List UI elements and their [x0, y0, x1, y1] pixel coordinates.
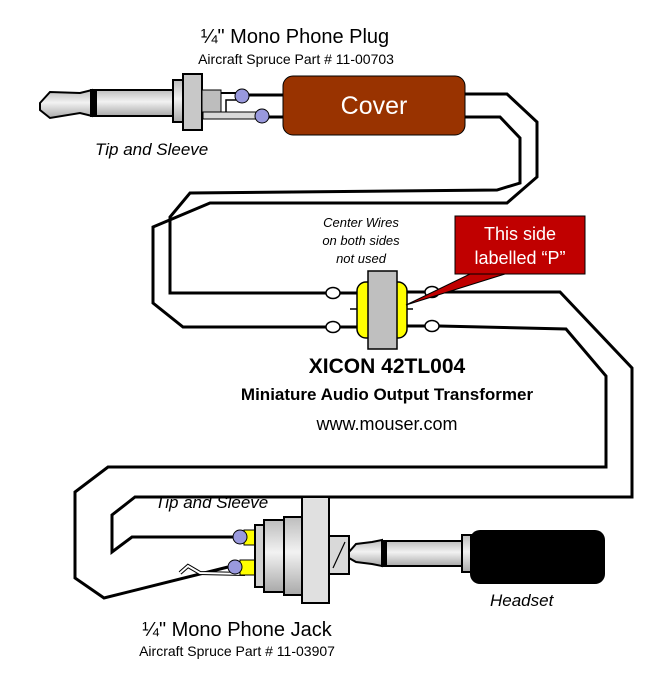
wire-right-inner	[73, 324, 608, 600]
cover-label: Cover	[341, 92, 408, 120]
jack-title: ¼" Mono Phone Jack	[142, 619, 332, 641]
jack-nut	[301, 496, 330, 604]
jack-body	[263, 519, 285, 593]
plug-tip	[39, 88, 93, 120]
jack-solder-point-sleeve	[227, 559, 243, 575]
wire-upper-inner	[168, 115, 522, 295]
plug-insulator-ring	[90, 89, 96, 117]
headset-plug-handle	[470, 530, 605, 584]
jack-body-ring	[283, 516, 303, 596]
wire-right-outer	[110, 290, 634, 555]
plug-wiring-label: Tip and Sleeve	[95, 140, 208, 159]
plug-sleeve	[95, 89, 174, 117]
transformer	[325, 270, 440, 350]
headset-plug-ring	[381, 540, 386, 567]
mono-phone-plug	[39, 73, 284, 131]
headset-plug	[348, 530, 605, 584]
headset-plug-sleeve	[385, 540, 466, 567]
transformer-model: XICON 42TL004	[309, 355, 466, 378]
callout-pointer	[405, 273, 506, 306]
callout-p-side: This side labelled “P”	[405, 215, 586, 306]
jack-wiring-label: Tip and Sleeve	[155, 493, 268, 512]
plug-tip-lead	[225, 99, 236, 112]
center-wires-note-1: Center Wires	[323, 215, 399, 230]
plug-body	[201, 89, 222, 114]
jack-lever-inner	[179, 564, 246, 575]
headset-plug-tip	[348, 538, 383, 568]
solder-point-sleeve	[254, 108, 270, 124]
terminal-left-top	[325, 286, 341, 300]
terminal-right-bottom	[424, 319, 440, 333]
plug-nut	[182, 73, 203, 131]
plug-collar	[172, 79, 184, 123]
cover: Cover	[282, 75, 466, 136]
transformer-website: www.mouser.com	[315, 414, 457, 434]
center-wires-note-2: on both sides	[322, 233, 400, 248]
center-wires-note-3: not used	[336, 251, 387, 266]
callout-line-2: labelled “P”	[474, 248, 565, 268]
jack-solder-point-tip	[232, 529, 248, 545]
solder-point-tip	[234, 88, 250, 104]
plug-title: ¼" Mono Phone Plug	[201, 26, 389, 48]
callout-box	[454, 215, 586, 275]
transformer-description: Miniature Audio Output Transformer	[241, 385, 534, 404]
terminal-left-bottom	[325, 320, 341, 334]
thread-line	[332, 541, 346, 569]
wire-upper-outer	[151, 92, 539, 329]
mono-phone-jack	[178, 496, 350, 604]
headset-plug-collar	[461, 534, 472, 573]
cover-shape	[282, 75, 466, 136]
callout-line-1: This side	[484, 224, 556, 244]
wires	[73, 92, 634, 600]
plug-part-number: Aircraft Spruce Part # 11-00703	[198, 51, 394, 67]
transformer-core	[367, 270, 398, 350]
jack-part-number: Aircraft Spruce Part # 11-03907	[139, 643, 335, 659]
headset-label: Headset	[490, 591, 555, 610]
